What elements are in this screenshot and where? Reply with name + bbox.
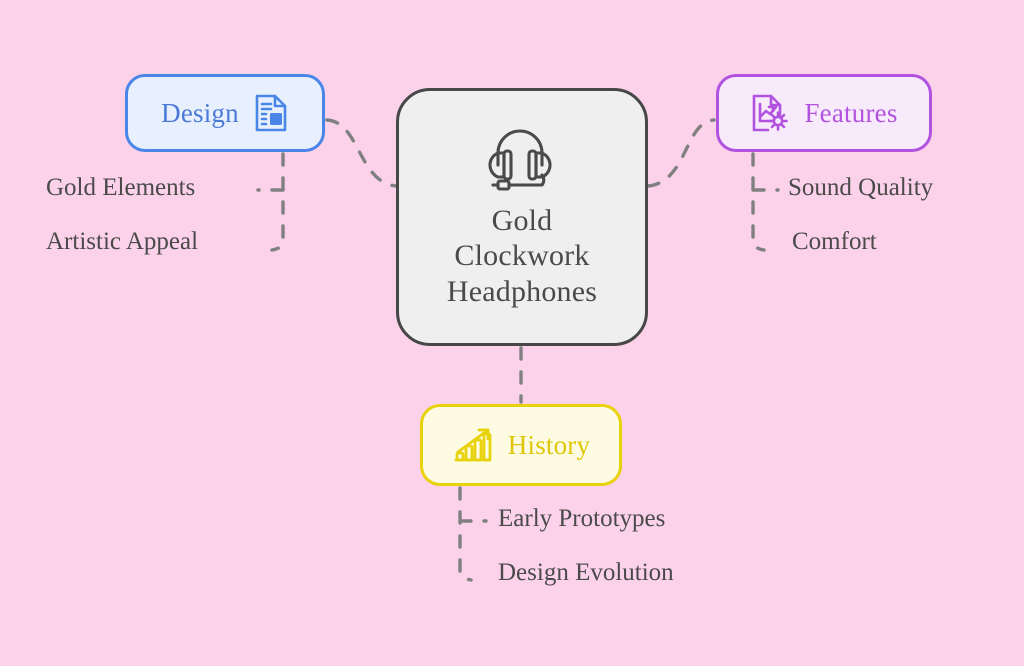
connector-history-spine	[458, 486, 473, 582]
leaf-label-artistic-appeal[interactable]: Artistic Appeal	[46, 228, 199, 255]
central-node[interactable]: Gold Clockwork Headphones	[396, 88, 648, 346]
leaf-label-gold-elements[interactable]: Gold Elements	[46, 174, 196, 201]
central-title-line-1: Gold	[491, 204, 553, 238]
connector-design-spine	[270, 152, 285, 252]
document-chart-gear-icon	[753, 94, 789, 132]
headset-icon	[488, 129, 552, 191]
leaf-label-sound-quality[interactable]: Sound Quality	[788, 174, 934, 201]
branch-label-design: Design	[161, 97, 239, 128]
connector-center-to-features	[646, 118, 716, 188]
branch-node-features[interactable]: Features	[716, 74, 932, 152]
central-title-line-2: Clockwork	[454, 239, 590, 273]
bar-chart-growth-icon	[454, 428, 492, 462]
document-image-icon	[255, 94, 287, 132]
connector-features-spine	[751, 152, 766, 252]
central-node-title: Gold Clockwork Headphones	[447, 203, 597, 308]
leaf-label-early-prototypes[interactable]: Early Prototypes	[498, 505, 666, 532]
connector-center-to-design	[325, 118, 398, 188]
branch-node-history[interactable]: History	[420, 404, 622, 486]
leaf-label-comfort[interactable]: Comfort	[792, 228, 877, 255]
branch-label-features: Features	[804, 97, 898, 128]
branch-node-design[interactable]: Design	[125, 74, 325, 152]
branch-label-history: History	[507, 429, 591, 460]
leaf-label-design-evolution[interactable]: Design Evolution	[498, 559, 674, 586]
central-title-line-3: Headphones	[446, 274, 598, 308]
